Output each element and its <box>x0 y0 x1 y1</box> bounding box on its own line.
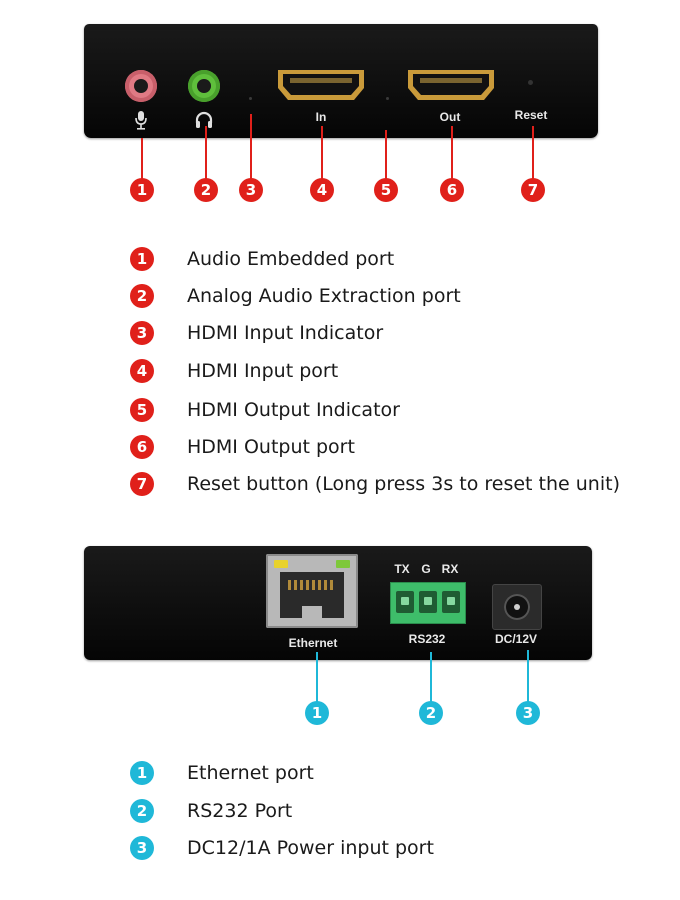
legend-text: HDMI Output Indicator <box>187 399 400 421</box>
callout-badge-ethernet: 1 <box>305 701 329 725</box>
reset-button[interactable] <box>528 80 533 85</box>
ethernet-led-green <box>336 560 350 568</box>
dc-power-jack[interactable] <box>492 584 542 630</box>
legend-item: 1 Ethernet port <box>130 761 314 785</box>
callout-badge-3: 3 <box>239 178 263 202</box>
legend-badge: 1 <box>130 247 154 271</box>
back-panel: Ethernet TX G RX RS232 DC/12V <box>84 546 592 660</box>
callout-line-3 <box>250 114 252 182</box>
legend-badge: 3 <box>130 321 154 345</box>
hdmi-output-port[interactable] <box>406 68 496 102</box>
legend-badge: 6 <box>130 435 154 459</box>
hdmi-input-indicator <box>249 97 252 100</box>
legend-item: 3 DC12/1A Power input port <box>130 836 434 860</box>
ethernet-label: Ethernet <box>288 636 338 650</box>
legend-item: 5 HDMI Output Indicator <box>130 398 400 422</box>
legend-text: Reset button (Long press 3s to reset the… <box>187 473 620 495</box>
callout-badge-7: 7 <box>521 178 545 202</box>
callout-line-dc <box>527 650 529 702</box>
legend-item: 7 Reset button (Long press 3s to reset t… <box>130 472 620 496</box>
g-label: G <box>421 562 431 576</box>
legend-item: 6 HDMI Output port <box>130 435 355 459</box>
dc-label: DC/12V <box>494 632 538 646</box>
callout-line-rs232 <box>430 652 432 702</box>
reset-label: Reset <box>514 108 548 122</box>
legend-item: 1 Audio Embedded port <box>130 247 394 271</box>
legend-text: DC12/1A Power input port <box>187 837 434 859</box>
legend-badge: 7 <box>130 472 154 496</box>
callout-line-2 <box>205 126 207 182</box>
legend-item: 2 RS232 Port <box>130 799 292 823</box>
callout-badge-2: 2 <box>194 178 218 202</box>
audio-embedded-jack[interactable] <box>125 70 157 102</box>
legend-text: Analog Audio Extraction port <box>187 285 461 307</box>
legend-item: 3 HDMI Input Indicator <box>130 321 383 345</box>
rs232-terminal-block[interactable] <box>390 582 466 624</box>
callout-badge-5: 5 <box>374 178 398 202</box>
callout-line-6 <box>451 126 453 182</box>
hdmi-input-port[interactable] <box>276 68 366 102</box>
legend-text: HDMI Input Indicator <box>187 322 384 344</box>
legend-badge: 2 <box>130 284 154 308</box>
rx-label: RX <box>441 562 459 576</box>
callout-line-7 <box>532 126 534 182</box>
rs232-label: RS232 <box>408 632 446 646</box>
headphones-icon <box>195 111 213 128</box>
hdmi-in-label: In <box>315 110 327 124</box>
callout-line-ethernet <box>316 652 318 702</box>
callout-badge-1: 1 <box>130 178 154 202</box>
callout-badge-4: 4 <box>310 178 334 202</box>
tx-label: TX <box>394 562 410 576</box>
audio-extraction-jack[interactable] <box>188 70 220 102</box>
legend-text: HDMI Output port <box>187 436 355 458</box>
hdmi-output-indicator <box>386 97 389 100</box>
microphone-icon <box>135 111 147 130</box>
legend-text: HDMI Input port <box>187 360 339 382</box>
legend-badge: 4 <box>130 359 154 383</box>
front-panel: In Out Reset <box>84 24 598 138</box>
legend-item: 2 Analog Audio Extraction port <box>130 284 461 308</box>
legend-item: 4 HDMI Input port <box>130 359 338 383</box>
legend-badge: 3 <box>130 836 154 860</box>
legend-text: Ethernet port <box>187 762 314 784</box>
callout-line-5 <box>385 130 387 182</box>
legend-text: Audio Embedded port <box>187 248 395 270</box>
callout-badge-rs232: 2 <box>419 701 443 725</box>
callout-badge-dc: 3 <box>516 701 540 725</box>
callout-line-4 <box>321 126 323 182</box>
legend-text: RS232 Port <box>187 800 293 822</box>
callout-line-1 <box>141 138 143 182</box>
legend-badge: 1 <box>130 761 154 785</box>
hdmi-out-label: Out <box>439 110 461 124</box>
ethernet-led-yellow <box>274 560 288 568</box>
legend-badge: 5 <box>130 398 154 422</box>
ethernet-port[interactable] <box>266 554 358 628</box>
legend-badge: 2 <box>130 799 154 823</box>
callout-badge-6: 6 <box>440 178 464 202</box>
